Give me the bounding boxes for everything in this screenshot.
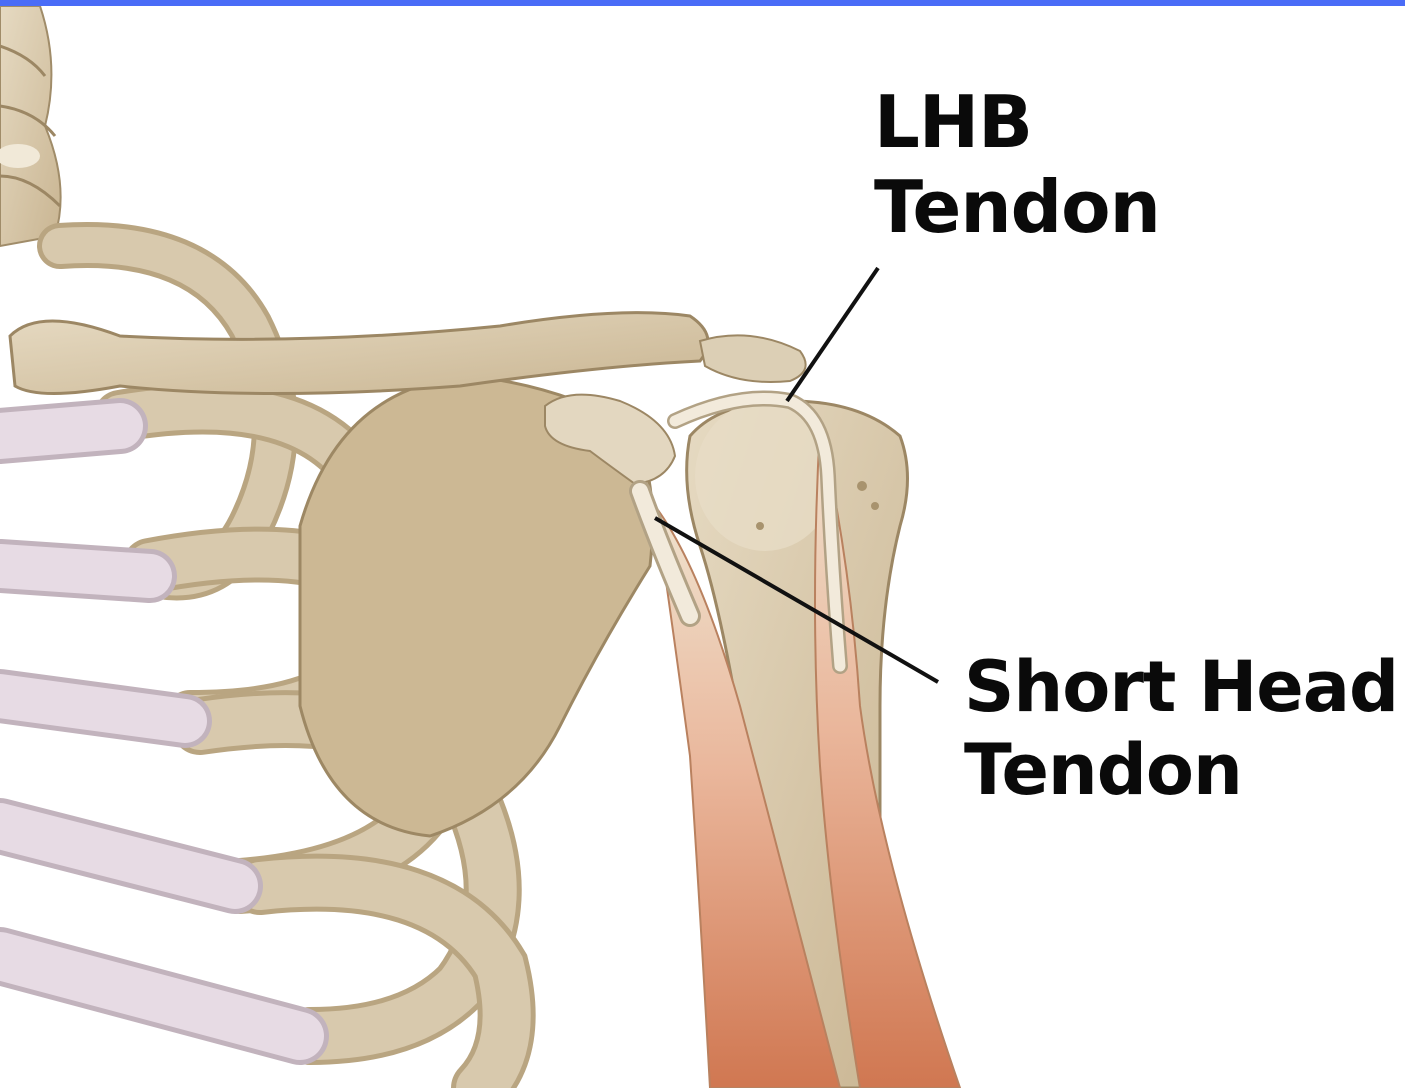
short-head-label-line2: Tendon	[964, 729, 1398, 812]
shoulder-anatomy-illustration	[0, 6, 1405, 1088]
acromion	[700, 335, 806, 382]
lhb-tendon-label: LHB Tendon	[874, 80, 1160, 250]
lhb-leader-line	[787, 268, 878, 401]
lhb-label-line2: Tendon	[874, 165, 1160, 250]
clavicle	[10, 313, 708, 394]
lhb-label-line1: LHB	[874, 80, 1160, 165]
spine	[0, 6, 61, 246]
short-head-label-line1: Short Head	[964, 646, 1398, 729]
short-head-tendon-label: Short Head Tendon	[964, 646, 1398, 811]
